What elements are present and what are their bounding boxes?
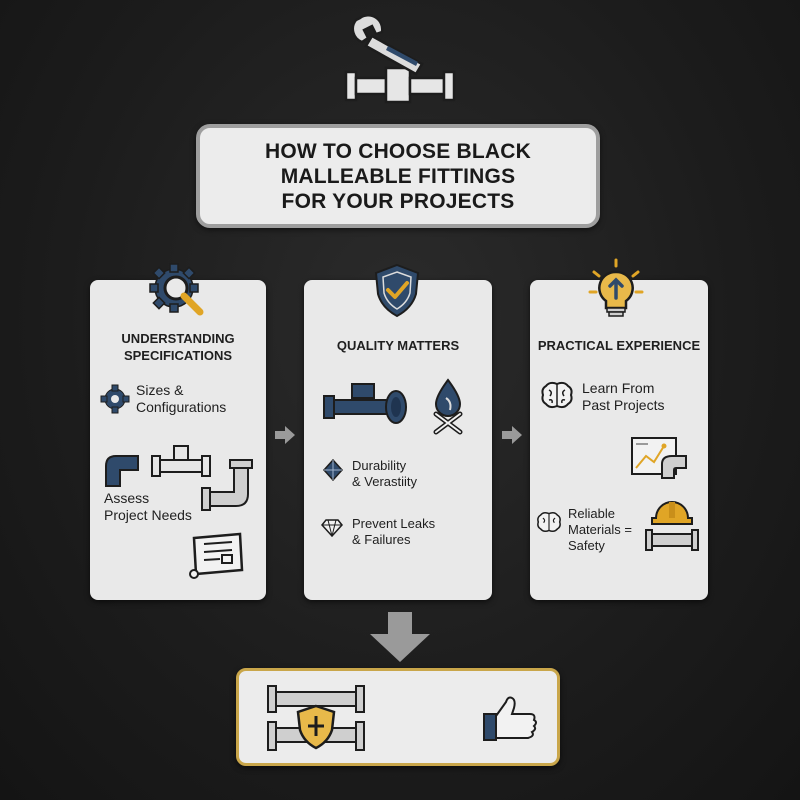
title-box: HOW TO CHOOSE BLACK MALLEABLE FITTINGS F… — [196, 124, 600, 228]
card1-item2-line2: Project Needs — [104, 507, 192, 523]
brain-icon — [537, 511, 561, 533]
card-quality — [304, 280, 492, 600]
card2-item1-line1: Durability — [352, 458, 407, 473]
gem-icon — [321, 519, 343, 538]
pipe-shield-icon — [267, 685, 365, 751]
arrow-right-icon — [275, 426, 295, 444]
chart-icon — [631, 437, 687, 479]
card3-heading: PRACTICAL EXPERIENCE — [537, 338, 701, 353]
pipe-icon — [323, 383, 407, 424]
card3-item2-line2: Materials = — [568, 522, 632, 537]
wrench-pipe-icon — [344, 14, 456, 104]
card3-item1-line2: Past Projects — [582, 397, 665, 413]
card3-item2: Reliable Materials = Safety — [568, 506, 632, 554]
card2-item1-line2: & Verastiity — [352, 474, 418, 489]
card1-heading-line1: UNDERSTANDING — [121, 331, 235, 346]
card3-item1: Learn From Past Projects — [582, 380, 664, 414]
gear-magnifier-icon — [149, 263, 204, 316]
card1-item1-line1: Sizes & — [136, 382, 184, 398]
water-drop-icon — [433, 378, 463, 435]
elbow-pipe-icon — [201, 459, 253, 511]
card1-item2-line1: Assess — [104, 490, 150, 506]
card2-item1: Durability & Verastiity — [352, 458, 417, 490]
card1-item1: Sizes & Configurations — [136, 382, 226, 416]
title-line-3: FOR YOUR PROJECTS — [281, 189, 515, 213]
hardhat-icon — [645, 501, 699, 551]
arrow-right-icon — [502, 426, 522, 444]
arrow-down-icon — [370, 612, 430, 662]
card2-item2-line2: & Failures — [352, 532, 411, 547]
card3-item1-line1: Learn From — [582, 380, 655, 396]
card1-heading-line2: SPECIFICATIONS — [123, 348, 233, 363]
tee-pipe-icon — [151, 445, 211, 477]
lightbulb-icon — [588, 258, 644, 317]
blueprint-icon — [189, 532, 244, 579]
card1-item2: Assess Project Needs — [104, 490, 192, 524]
card1-item1-line2: Configurations — [136, 399, 227, 415]
title-line-1: HOW TO CHOOSE BLACK — [265, 139, 531, 163]
thumbs-up-icon — [483, 696, 537, 741]
title-line-2: MALLEABLE FITTINGS — [280, 164, 516, 188]
card2-item2: Prevent Leaks & Failures — [352, 516, 435, 548]
diamond-icon — [322, 458, 344, 482]
card2-item2-line1: Prevent Leaks — [352, 516, 436, 531]
card2-heading: QUALITY MATTERS — [336, 338, 460, 353]
brain-icon — [541, 381, 573, 409]
shield-check-icon — [374, 263, 420, 318]
card3-item2-line3: Safety — [568, 538, 605, 553]
gear-icon — [100, 384, 130, 414]
elbow-pipe-icon — [105, 455, 139, 487]
card1-heading: UNDERSTANDING SPECIFICATIONS — [90, 330, 266, 364]
card3-item2-line1: Reliable — [568, 506, 615, 521]
